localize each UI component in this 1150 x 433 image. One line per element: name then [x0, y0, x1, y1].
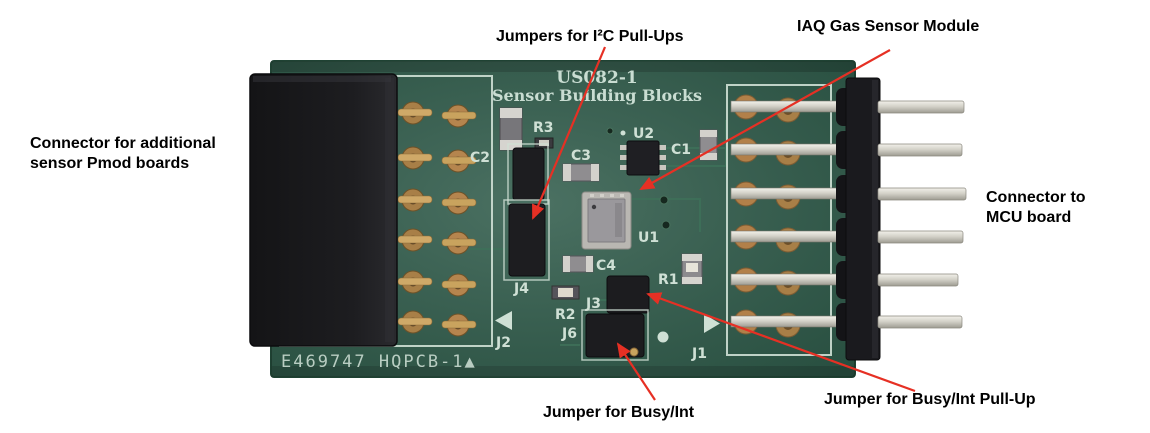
board-title-line2: Sensor Building Blocks: [492, 86, 702, 105]
refdes-r1: R1: [658, 272, 679, 288]
refdes-j6: J6: [561, 326, 577, 342]
left-solder-pads: [397, 101, 477, 337]
silkscreen-triangle-right: [704, 314, 720, 333]
mcu-pin-header: [836, 77, 967, 361]
iaq-gas-sensor-module-u1: [581, 191, 632, 250]
arrow-iaq-sensor: [639, 49, 891, 190]
callout-busy-int: Jumper for Busy/Int: [543, 404, 695, 421]
refdes-c4: C4: [596, 258, 616, 274]
refdes-j3: J3: [585, 296, 601, 312]
refdes-j4: J4: [513, 281, 529, 297]
components: R3 C2 J4 C3 U2: [470, 107, 720, 362]
refdes-j1: J1: [691, 346, 707, 362]
silkscreen-triangle-left: [495, 311, 512, 330]
refdes-r2: R2: [555, 307, 576, 323]
callout-iaq-sensor: IAQ Gas Sensor Module: [797, 18, 980, 35]
refdes-r3: R3: [533, 120, 554, 136]
refdes-c3: C3: [571, 148, 591, 164]
jumper-i2c-b: [508, 203, 546, 277]
resistor-r1: [681, 253, 703, 285]
capacitor-c4: [562, 255, 594, 273]
silkscreen-dot: [657, 331, 669, 343]
pmod-socket-connector: [249, 73, 398, 347]
header-pins: [877, 100, 967, 329]
arrow-i2c-pullups: [531, 46, 607, 220]
refdes-c2: C2: [470, 150, 490, 166]
jumper-i2c-a: [512, 147, 545, 201]
fab-marking: E469747 HQPCB-1▲: [281, 352, 477, 372]
right-solder-pads: [730, 94, 849, 338]
board-title-line1: US082-1: [556, 68, 637, 88]
arrow-busy-int-pullup: [646, 292, 916, 393]
vias: [606, 127, 671, 230]
silkscreen-box-right: [726, 84, 832, 356]
callout-busy-int-pullup: Jumper for Busy/Int Pull-Up: [824, 391, 1036, 408]
callout-i2c-pullups: Jumpers for I²C Pull-Ups: [496, 28, 684, 45]
annotation-arrows: [531, 46, 916, 401]
resistor-r3: [499, 107, 523, 151]
resistor-r2: [551, 285, 580, 300]
jumper-j3-busy-int-pullup: [606, 275, 650, 314]
ic-u2: [620, 140, 666, 176]
callout-mcu-connector: Connector to MCU board: [986, 189, 1086, 226]
refdes-u1: U1: [638, 230, 659, 246]
refdes-c1: C1: [671, 142, 691, 158]
refdes-u2: U2: [633, 126, 654, 142]
arrow-busy-int: [616, 342, 656, 401]
callout-pmod-connector: Connector for additional sensor Pmod boa…: [30, 135, 216, 172]
capacitor-c3: [562, 163, 600, 182]
refdes-j2: J2: [495, 335, 511, 351]
